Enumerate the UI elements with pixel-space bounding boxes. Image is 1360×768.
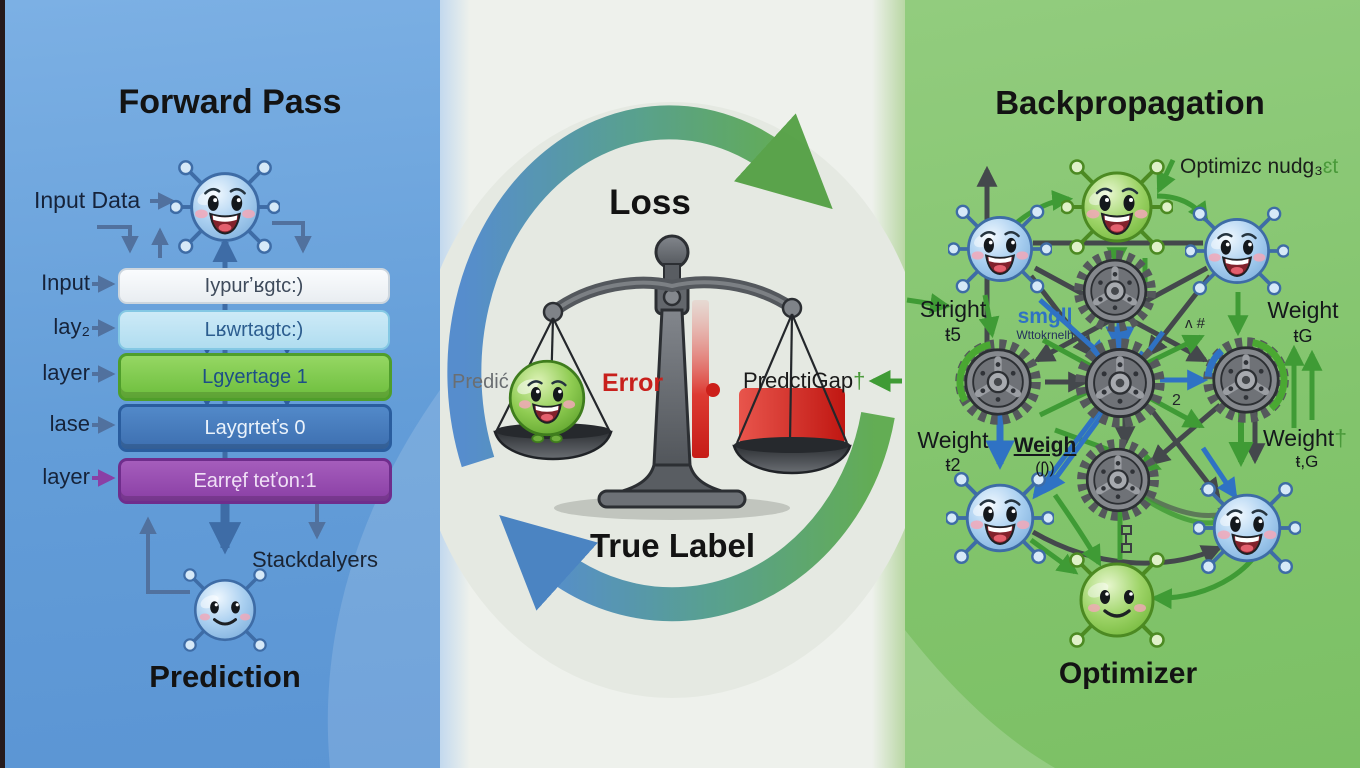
gap-up-mark: †	[853, 368, 866, 393]
chain-glyph	[1121, 525, 1132, 553]
forward-pass-title: Forward Pass	[118, 83, 342, 121]
weigh-mid-label: Weigh	[1013, 434, 1077, 457]
neuron-green-top	[1061, 161, 1173, 254]
arrow	[139, 516, 190, 594]
arrow	[1148, 403, 1222, 466]
arrow	[97, 225, 139, 254]
arrow	[1052, 493, 1102, 567]
gear-top	[1079, 255, 1151, 327]
weight-top-right-sub: ŧG	[1293, 326, 1313, 346]
pan-strings	[496, 313, 849, 444]
arrow	[1031, 529, 1223, 566]
loss-title: Loss	[609, 183, 691, 222]
left-edge-strip	[0, 0, 5, 768]
gear-mr-blue-arc	[1204, 338, 1288, 422]
optimizer-neuron	[1071, 554, 1164, 647]
row-label-layer: layer	[42, 360, 90, 385]
input-data-label: Input Data	[34, 187, 141, 213]
stray-two: 2	[1172, 392, 1181, 409]
neuron-top-left	[948, 206, 1052, 292]
scale-base	[597, 489, 747, 509]
weight-up-mark: †	[1334, 425, 1347, 451]
arrow	[1156, 158, 1176, 194]
row-label-input: Input	[41, 270, 90, 295]
neuron-bottom-left	[946, 473, 1054, 563]
stacked-layers-note: Stackdalyers	[252, 547, 378, 572]
stright-label: Stright	[919, 296, 987, 322]
loss-dot	[706, 383, 720, 397]
arrow	[1200, 446, 1238, 500]
small-label: smgll	[1017, 305, 1073, 328]
row-label-lase: lase	[49, 411, 90, 436]
balance-scale	[493, 234, 852, 520]
arrow	[978, 294, 1000, 339]
optimizer-note-suffix: ɛt	[1322, 155, 1339, 178]
stray-hash: ʌ #	[1185, 315, 1206, 332]
layer-box-2: Lʁwrtagtc:)	[118, 310, 390, 350]
row-label-lay2: lay₂	[53, 314, 90, 339]
layer-box-input: Iypurʼʁgtc:)	[118, 268, 390, 304]
optimizer-caption: Optimizer	[1058, 657, 1198, 690]
true-label-block	[739, 388, 845, 445]
gear-mr-green-arc	[1204, 338, 1288, 422]
error-label: Error	[602, 369, 664, 397]
left-pan	[493, 430, 613, 461]
layer-box-3: Lgyertage 1	[118, 353, 392, 401]
neuron-bottom-right	[1193, 483, 1301, 573]
connector-arrows	[97, 192, 326, 594]
prediction-label: Predić	[452, 371, 509, 393]
weigh-mid-sub: (ʃ))	[1035, 460, 1055, 477]
backprop-graphics	[905, 0, 1323, 768]
backprop-title: Backpropagation	[995, 84, 1265, 121]
weight-top-right-label: Weight	[1267, 297, 1339, 323]
light-swoosh	[327, 390, 440, 768]
stright-sub: ŧ5	[945, 325, 961, 346]
forward-pass-graphics	[92, 0, 440, 768]
right-pan	[732, 444, 852, 475]
forward-pass-panel: Forward Pass Input Data Input lay₂ layer…	[0, 0, 440, 768]
true-label-caption: True Label	[589, 527, 756, 564]
cycle-arc-top	[447, 105, 833, 468]
input-neuron	[170, 161, 280, 252]
optimizer-note: Optimizc nudg₃ɛt	[1180, 155, 1339, 178]
light-swoosh	[905, 630, 1055, 768]
weight-bottom-left-label: Weight	[917, 427, 989, 453]
gap-label: PredctiGap†	[743, 368, 866, 393]
backpropagation-panel: Backpropagation Optimizc nudg₃ɛt Stright…	[905, 0, 1360, 768]
loss-graphics	[440, 102, 905, 698]
arrow	[1038, 298, 1109, 361]
loss-panel: Loss Predić Error PredctiGap† True Label	[440, 0, 905, 768]
neuron-top-right	[1185, 208, 1289, 294]
loss-bar	[692, 300, 709, 458]
prediction-caption: Prediction	[149, 659, 301, 694]
gear-center	[1081, 344, 1160, 423]
cycle-arc-bottom	[499, 412, 895, 622]
arrow	[906, 293, 952, 314]
arrow	[1029, 537, 1079, 575]
layer-box-4: Laygrteťs 0	[118, 404, 392, 452]
weight-bottom-right-sub: ŧ,G	[1295, 452, 1319, 471]
arrow	[1148, 406, 1221, 500]
layer-box-5: Earręf teťon:1	[118, 458, 392, 504]
arrow	[272, 221, 312, 254]
small-sub: Wttokrnelh	[1016, 328, 1074, 342]
row-arrows	[92, 275, 116, 487]
gear-bottom	[1082, 444, 1154, 516]
row-label-layer2: layer	[42, 464, 90, 489]
gear-ml-green-arc	[956, 340, 1040, 424]
prediction-neuron	[184, 569, 265, 650]
weight-bottom-right-label: Weight†	[1263, 425, 1347, 451]
weight-bottom-left-sub: ŧ2	[945, 455, 961, 475]
